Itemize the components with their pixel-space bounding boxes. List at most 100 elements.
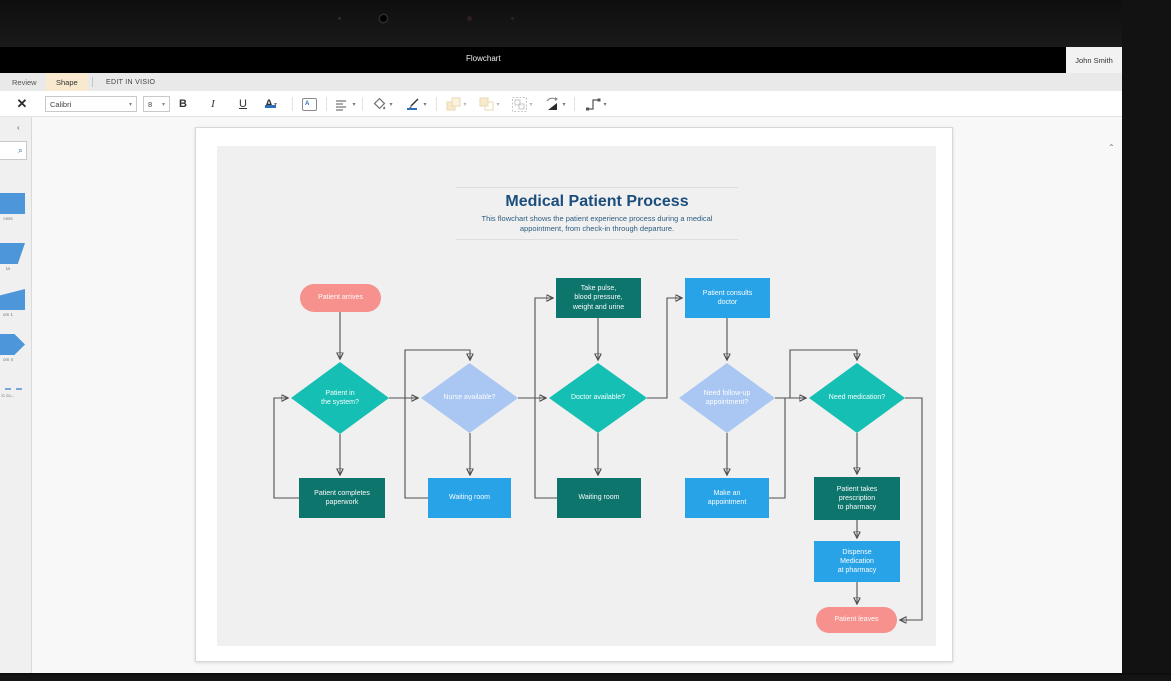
- chevron-down-icon: ▾: [496, 101, 500, 108]
- flowchart-node-dispense[interactable]: Dispense Medication at pharmacy: [814, 541, 900, 582]
- pen-icon: [407, 98, 419, 110]
- ribbon-tab-bar: Review Shape EDIT IN VISIO: [0, 73, 1122, 91]
- send-backward-icon: [479, 97, 494, 110]
- webcam-icon: [380, 15, 387, 22]
- connector-medication-to-leaves[interactable]: [901, 397, 923, 620]
- stencil-label: ta: [6, 266, 10, 271]
- connector-insystem-to-nurse[interactable]: [389, 349, 470, 399]
- collapse-panel-icon[interactable]: ‹: [17, 123, 20, 132]
- chevron-down-icon: ▾: [389, 101, 393, 108]
- stencil-label: om 1: [2, 312, 13, 317]
- send-backward-button: ▾: [476, 94, 502, 114]
- flowchart-node-patient-arrives[interactable]: Patient arrives: [300, 284, 381, 312]
- stencil-shape-data[interactable]: [0, 243, 25, 264]
- node-label: Patient arrives: [318, 294, 363, 302]
- node-label: Patient consults doctor: [702, 289, 753, 306]
- title-divider-top: [456, 187, 738, 188]
- device-bezel-top: [0, 0, 1171, 47]
- stencil-label: ic co...: [1, 393, 15, 398]
- chevron-down-icon: ▾: [529, 101, 533, 108]
- bring-forward-button: ▾: [443, 94, 469, 114]
- stencil-shape-process[interactable]: [0, 193, 25, 214]
- rotate-shape-button[interactable]: ▾: [541, 94, 569, 114]
- chevron-down-icon: ▾: [128, 101, 132, 108]
- connector-appointment-loop-medication[interactable]: [769, 398, 805, 499]
- tab-separator: [92, 77, 93, 87]
- node-label: Take pulse, blood pressure, weight and u…: [572, 285, 625, 311]
- align-text-icon: [336, 99, 347, 111]
- stencil-shape-dynamic-connector[interactable]: [0, 388, 22, 390]
- connector-icon: [586, 98, 601, 110]
- drawing-page[interactable]: Medical Patient Process This flowchart s…: [195, 127, 953, 662]
- connector-nurse-to-vitals[interactable]: [518, 298, 552, 399]
- bold-button[interactable]: B: [179, 98, 187, 110]
- bring-forward-icon: [446, 97, 461, 110]
- stencil-shape-custom-1[interactable]: [0, 289, 25, 310]
- flowchart-node-paperwork[interactable]: Patient completes paperwork: [299, 478, 385, 518]
- chevron-down-icon: ▾: [423, 101, 427, 108]
- sensor-dot: [511, 17, 514, 20]
- ribbon-toolbar: ✕ Calibri ▾ 8 ▾ B I U A ▾ A: [0, 91, 1122, 152]
- sensor-dot: [467, 16, 472, 21]
- font-name-select[interactable]: Calibri ▾: [45, 96, 137, 112]
- cut-icon[interactable]: ✕: [16, 96, 28, 111]
- node-label: Nurse available?: [443, 394, 496, 402]
- text-block-icon: A: [301, 97, 317, 111]
- node-label: Need medication?: [828, 394, 886, 402]
- flowchart-node-patient-leaves[interactable]: Patient leaves: [816, 607, 897, 633]
- node-label: Doctor available?: [570, 394, 626, 402]
- line-color-button[interactable]: ▾: [402, 94, 430, 114]
- chevron-down-icon: ▾: [274, 101, 277, 108]
- group-button: ▾: [509, 94, 535, 114]
- node-label: Patient completes paperwork: [314, 489, 370, 506]
- flowchart-node-waiting-room-2[interactable]: Waiting room: [557, 478, 641, 518]
- node-label: Make an appointment: [707, 489, 747, 506]
- tab-edit-in-visio[interactable]: EDIT IN VISIO: [106, 78, 156, 86]
- diagram-title: Medical Patient Process: [505, 193, 689, 210]
- stencil-label: cess: [3, 216, 13, 221]
- svg-text:A: A: [305, 101, 310, 107]
- flowchart-node-make-appointment[interactable]: Make an appointment: [685, 478, 769, 518]
- align-text-button[interactable]: ▾: [332, 94, 358, 114]
- chevron-down-icon: ▾: [161, 101, 165, 108]
- tab-shape[interactable]: Shape: [46, 73, 88, 91]
- connector-waiting1-loop-nurse[interactable]: [404, 398, 428, 499]
- connector-waiting2-loop-doctor[interactable]: [534, 398, 557, 499]
- chevron-down-icon: ▾: [463, 101, 467, 108]
- document-title: Flowchart: [466, 54, 501, 63]
- italic-button[interactable]: I: [211, 98, 215, 110]
- account-button[interactable]: John Smith: [1066, 47, 1122, 73]
- text-block-button[interactable]: A: [299, 94, 319, 114]
- connector-paperwork-loop-insystem[interactable]: [273, 398, 299, 499]
- shape-search-input[interactable]: ⌕: [0, 141, 27, 160]
- flowchart-node-waiting-room-1[interactable]: Waiting room: [428, 478, 511, 518]
- underline-button[interactable]: U: [239, 98, 247, 110]
- flowchart-connectors: [273, 146, 923, 681]
- font-color-swatch: [265, 105, 277, 108]
- font-size-select[interactable]: 8 ▾: [143, 96, 170, 112]
- drawing-area: Medical Patient Process This flowchart s…: [217, 146, 936, 646]
- user-name: John Smith: [1075, 55, 1113, 65]
- flowchart-node-consults-doctor[interactable]: Patient consults doctor: [685, 278, 770, 318]
- connector-type-button[interactable]: ▾: [581, 94, 611, 114]
- connector-doctor-to-consult[interactable]: [647, 298, 681, 399]
- device-bezel-right: [1122, 0, 1171, 675]
- device-bezel-bottom: [0, 673, 1171, 675]
- tab-review[interactable]: Review: [12, 77, 37, 87]
- node-label: Patient leaves: [834, 616, 879, 624]
- fill-color-button[interactable]: ▾: [369, 94, 395, 114]
- chevron-down-icon: ▾: [562, 101, 566, 108]
- node-label: Dispense Medication at pharmacy: [837, 548, 877, 575]
- node-label: Patient in the system?: [321, 389, 359, 406]
- paint-bucket-icon: [374, 97, 386, 109]
- collapse-ribbon-button[interactable]: ⌃: [1108, 143, 1115, 152]
- flowchart-node-take-vitals[interactable]: Take pulse, blood pressure, weight and u…: [556, 278, 641, 318]
- node-label: Patient takes prescription to pharmacy: [836, 485, 878, 512]
- stencil-shape-custom-4[interactable]: [0, 334, 25, 355]
- font-color-button[interactable]: A ▾: [259, 94, 283, 114]
- search-icon: ⌕: [17, 145, 23, 155]
- app-window: Flowchart John Smith Review Shape EDIT I…: [0, 47, 1122, 673]
- node-label: Need follow-up appointment?: [703, 389, 751, 406]
- chevron-down-icon: ▾: [603, 101, 607, 108]
- flowchart-node-take-prescription[interactable]: Patient takes prescription to pharmacy: [814, 477, 900, 520]
